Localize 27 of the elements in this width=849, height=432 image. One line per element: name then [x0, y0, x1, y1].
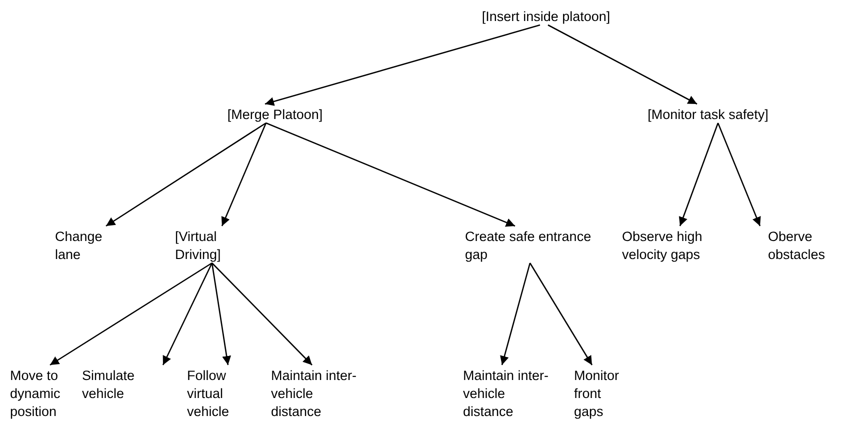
task-label: Follow virtual vehicle	[187, 367, 242, 421]
arrow	[264, 24, 540, 106]
arrow	[211, 262, 232, 366]
arrow	[529, 262, 593, 366]
task-label: Observe high velocity gaps	[622, 228, 717, 264]
arrow	[162, 262, 213, 366]
task-label: [Monitor task safety]	[618, 106, 798, 124]
task-label: Maintain inter-vehicle distance	[463, 367, 558, 421]
task-label: Create safe entrance gap	[465, 228, 615, 264]
arrow	[266, 122, 516, 227]
arrow	[678, 122, 719, 226]
arrow	[500, 262, 531, 366]
task-label: Maintain inter-vehicle distance	[271, 367, 366, 421]
task-label: Simulate vehicle	[82, 367, 150, 403]
task-label: Move to dynamic position	[10, 367, 72, 421]
arrow	[221, 122, 267, 226]
task-label: [Insert inside platoon]	[396, 8, 696, 26]
task-label: Change lane	[55, 228, 115, 264]
arrow	[106, 122, 266, 227]
task-label: Oberve obstacles	[768, 228, 840, 264]
task-label: [Merge Platoon]	[200, 106, 350, 124]
arrow	[50, 262, 212, 366]
task-label: Monitor front gaps	[574, 367, 632, 421]
arrow	[548, 24, 698, 105]
arrow	[212, 262, 312, 366]
task-label: [Virtual Driving]	[175, 228, 240, 264]
arrow	[717, 122, 761, 226]
